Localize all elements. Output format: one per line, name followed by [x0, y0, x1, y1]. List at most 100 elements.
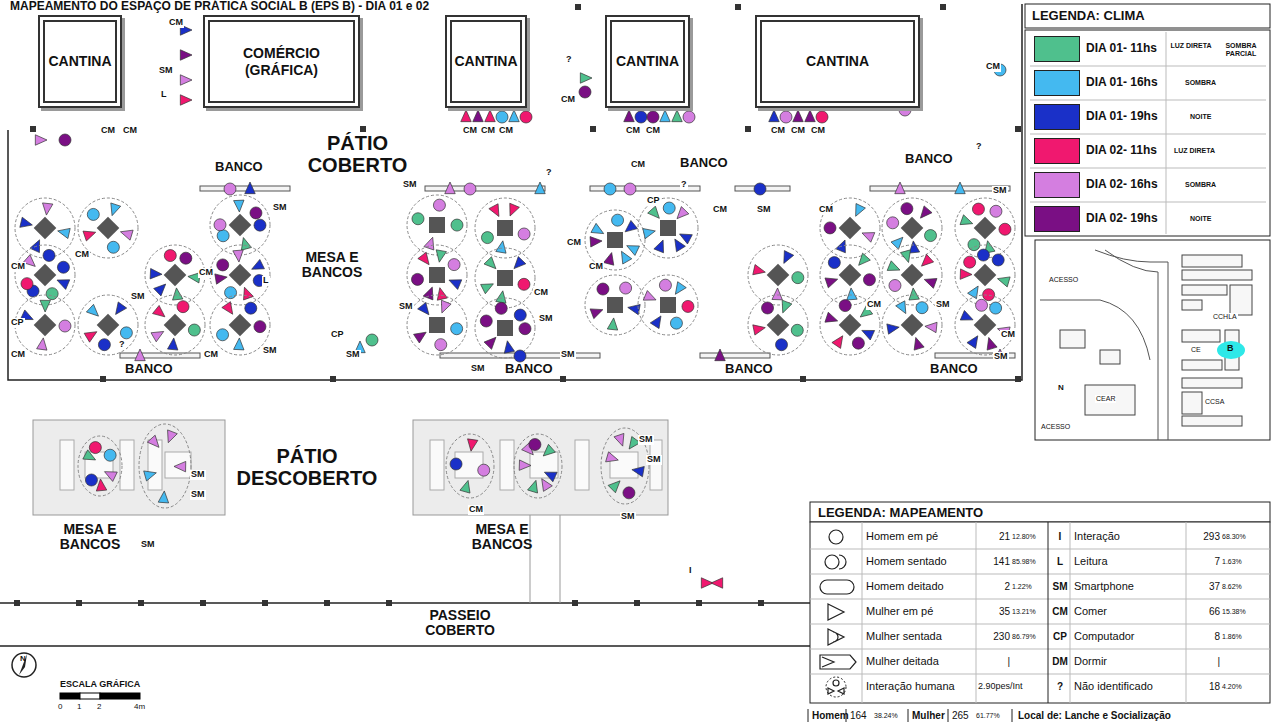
legend-time-label: DIA 02- 11hs [1086, 144, 1157, 157]
legend-item-label: Homem sentado [866, 555, 947, 567]
man-symbol [620, 282, 632, 294]
activity-code: CM [985, 62, 1001, 72]
woman-symbol [423, 287, 433, 300]
site-marker: B [1227, 344, 1234, 354]
legend-frame [810, 522, 1270, 703]
interaction-ring [882, 198, 942, 258]
man-symbol [478, 464, 490, 476]
man-symbol [520, 111, 532, 123]
woman-symbol [489, 204, 499, 217]
interaction-ring [882, 245, 942, 305]
interaction-ring [475, 248, 535, 308]
interaction-ring [514, 434, 562, 498]
column-post [575, 4, 581, 10]
man-symbol [120, 327, 132, 339]
legend-rule [1030, 66, 1266, 67]
activity-code: SM [272, 203, 288, 213]
legend-symbol [828, 604, 844, 620]
activity-code: SM [402, 180, 418, 190]
woman-symbol [900, 250, 910, 263]
woman-symbol [84, 332, 97, 342]
activity-code: SM [638, 435, 654, 445]
building-outline [1230, 285, 1252, 315]
area-name: PASSEIO COBERTO [415, 608, 505, 639]
table [229, 264, 252, 287]
condition-label: SOMBRA [1185, 181, 1216, 189]
legend-frame [1025, 30, 1270, 236]
man-symbol [46, 288, 58, 300]
place-name: CE [1190, 346, 1202, 354]
man-symbol [972, 203, 984, 215]
total-number: 265 [952, 710, 969, 721]
building-outline [1182, 270, 1252, 280]
woman-symbol [441, 300, 451, 313]
condition-label: NOITE [1190, 215, 1211, 223]
activity-code: CP [10, 318, 25, 328]
man-symbol [990, 302, 1002, 314]
woman-symbol [968, 286, 979, 299]
interaction-ring [78, 198, 138, 258]
woman-symbol [57, 280, 70, 290]
scale-title: ESCALA GRÁFICA [60, 680, 140, 690]
interaction-ring [638, 275, 698, 335]
legend-rule [1030, 100, 1266, 101]
legend-rule [810, 599, 1270, 600]
north-letter: N [1058, 384, 1064, 393]
woman-symbol [233, 250, 243, 262]
activity-code: CM [566, 238, 582, 248]
man-symbol [59, 320, 71, 332]
legend-symbol [829, 530, 843, 544]
woman-symbol [437, 288, 447, 301]
total-label: Mulher [912, 710, 945, 721]
woman-symbol [120, 230, 133, 240]
legend-rule [810, 674, 1270, 675]
place-name: ACESSO [1048, 276, 1079, 284]
patio-outline [8, 4, 1022, 380]
man-symbol [188, 324, 200, 336]
condition-label: SOMBRA [1185, 79, 1216, 87]
activity-code: I [688, 566, 693, 576]
activity-code: CM [630, 160, 646, 170]
man-symbol [579, 86, 591, 98]
activity-code: CM [790, 126, 806, 136]
table [497, 220, 513, 236]
man-symbol [481, 232, 493, 244]
table [165, 452, 191, 478]
table-cell: 21 [999, 531, 1010, 542]
interaction-ring [78, 295, 138, 355]
legend-rule [1030, 168, 1266, 169]
man-symbol [889, 279, 901, 291]
building-outline [1100, 350, 1120, 364]
woman-symbol [252, 259, 265, 269]
legend-time-label: DIA 01- 11hs [1086, 42, 1157, 55]
woman-symbol [862, 233, 875, 243]
woman-symbol [174, 461, 186, 471]
woman-symbol [711, 578, 723, 588]
legend-rule [1048, 522, 1049, 703]
table-cell: 2.90pes/Int [978, 682, 1023, 692]
legend-rule [1186, 522, 1187, 703]
woman-symbol [542, 479, 553, 492]
legend-item-label: Comer [1074, 605, 1107, 617]
woman-symbol [461, 110, 471, 122]
table [575, 440, 589, 490]
woman-symbol [245, 182, 255, 194]
woman-symbol [241, 238, 251, 251]
woman-symbol [481, 284, 494, 294]
table [767, 264, 790, 287]
man-symbol [217, 329, 229, 341]
man-symbol [245, 302, 257, 314]
activity-code: CM [560, 95, 576, 105]
legend-swatch [1034, 36, 1080, 62]
building-outline [1182, 255, 1242, 267]
woman-symbol [960, 310, 973, 320]
woman-symbol [154, 284, 166, 296]
man-symbol [623, 487, 635, 499]
activity-code: CP [646, 196, 661, 206]
woman-symbol [30, 240, 40, 253]
woman-symbol [967, 336, 978, 349]
condition-label: SOMBRA PARCIAL [1218, 42, 1264, 57]
interaction-ring [78, 436, 122, 496]
woman-symbol [484, 337, 496, 349]
table-cell: 85.98% [1012, 558, 1036, 566]
